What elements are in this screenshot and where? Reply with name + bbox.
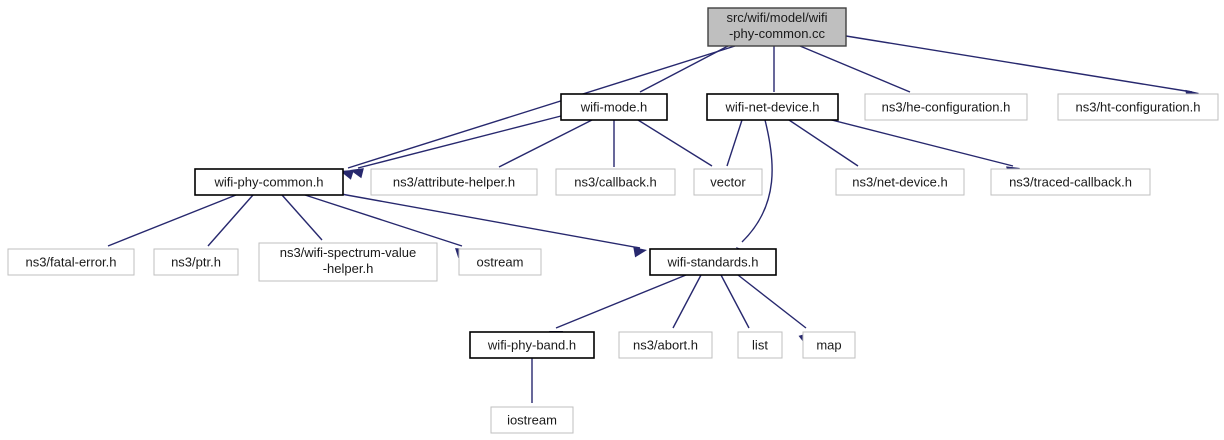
node-box[interactable] <box>835 168 965 196</box>
edge-line <box>281 194 323 241</box>
edge-wifi-mode-to-wifi-phy-common <box>350 115 562 179</box>
node-box[interactable] <box>469 331 595 359</box>
edge-wifi-standards-to-wifi-phy-band <box>549 274 687 341</box>
node-box[interactable] <box>555 168 676 196</box>
edge-line <box>811 114 1014 167</box>
edge-line <box>637 119 713 167</box>
edge-line <box>672 274 702 329</box>
node-label: ostream <box>477 254 524 269</box>
node-box[interactable] <box>458 248 542 276</box>
node-box[interactable] <box>707 7 847 47</box>
node-box[interactable] <box>864 93 1028 121</box>
node-box[interactable] <box>737 331 783 359</box>
graph-node-wifi-phy-common[interactable]: wifi-phy-common.h <box>194 168 344 196</box>
node-label: list <box>752 337 768 352</box>
edge-line <box>720 274 750 329</box>
graph-node-ostream[interactable]: ostream <box>458 248 542 276</box>
graph-node-fatal-error[interactable]: ns3/fatal-error.h <box>7 248 135 276</box>
edge-line <box>555 274 687 329</box>
edge-line <box>726 119 743 167</box>
graph-node-wifi-mode[interactable]: wifi-mode.h <box>560 93 668 121</box>
graph-node-abort[interactable]: ns3/abort.h <box>618 331 713 359</box>
graph-node-vector[interactable]: vector <box>693 168 763 196</box>
node-box[interactable] <box>693 168 763 196</box>
edge-wifi-net-device-to-traced-callback <box>811 114 1020 177</box>
node-label: ns3/he-configuration.h <box>882 99 1011 114</box>
graph-node-net-device[interactable]: ns3/net-device.h <box>835 168 965 196</box>
node-box[interactable] <box>706 93 839 121</box>
graph-node-traced-callback[interactable]: ns3/traced-callback.h <box>990 168 1151 196</box>
node-label: ns3/wifi-spectrum-value-helper.h <box>280 245 417 276</box>
node-box[interactable] <box>370 168 538 196</box>
node-label: ns3/callback.h <box>574 174 656 189</box>
graph-node-ptr[interactable]: ns3/ptr.h <box>153 248 239 276</box>
node-label: map <box>816 337 841 352</box>
graph-node-iostream[interactable]: iostream <box>490 406 574 434</box>
node-box[interactable] <box>1057 93 1219 121</box>
edge-line <box>347 45 736 169</box>
arrowhead-icon <box>350 168 364 179</box>
graph-node-callback[interactable]: ns3/callback.h <box>555 168 676 196</box>
graph-node-wifi-phy-band[interactable]: wifi-phy-band.h <box>469 331 595 359</box>
node-box[interactable] <box>490 406 574 434</box>
node-box[interactable] <box>194 168 344 196</box>
edge-line <box>741 119 773 243</box>
node-box[interactable] <box>649 248 777 276</box>
node-box[interactable] <box>802 331 856 359</box>
edge-wifi-phy-common-to-wifi-standards <box>329 191 647 258</box>
node-label: wifi-phy-band.h <box>487 337 576 352</box>
node-label: ns3/traced-callback.h <box>1009 174 1132 189</box>
graph-node-spectrum-value[interactable]: ns3/wifi-spectrum-value-helper.h <box>258 242 438 282</box>
node-box[interactable] <box>153 248 239 276</box>
graph-node-ht-configuration[interactable]: ns3/ht-configuration.h <box>1057 93 1219 121</box>
node-box[interactable] <box>258 242 438 282</box>
node-box[interactable] <box>618 331 713 359</box>
node-label: wifi-phy-common.h <box>213 174 323 189</box>
node-label: ns3/abort.h <box>633 337 698 352</box>
node-label: ns3/ptr.h <box>171 254 221 269</box>
graph-node-map[interactable]: map <box>802 331 856 359</box>
node-box[interactable] <box>7 248 135 276</box>
arrowhead-icon <box>633 247 647 258</box>
graph-node-wifi-net-device[interactable]: wifi-net-device.h <box>706 93 839 121</box>
edge-line <box>207 194 254 247</box>
node-label: wifi-standards.h <box>666 254 758 269</box>
edge-line <box>799 45 911 93</box>
node-label: iostream <box>507 412 557 427</box>
node-label: ns3/fatal-error.h <box>25 254 116 269</box>
node-label: wifi-net-device.h <box>725 99 820 114</box>
edge-line <box>304 194 463 247</box>
edge-root-to-ht-configuration <box>845 35 1199 101</box>
node-label: src/wifi/model/wifi-phy-common.cc <box>726 10 827 41</box>
edge-line <box>107 194 237 247</box>
node-box[interactable] <box>990 168 1151 196</box>
node-label: ns3/net-device.h <box>852 174 947 189</box>
edge-line <box>357 115 562 169</box>
node-label: wifi-mode.h <box>580 99 647 114</box>
edge-line <box>788 119 859 167</box>
edge-line <box>639 45 729 93</box>
edge-root-to-wifi-phy-common <box>340 45 736 180</box>
graph-node-wifi-standards[interactable]: wifi-standards.h <box>649 248 777 276</box>
edge-line <box>845 35 1193 93</box>
edge-line <box>737 274 807 329</box>
graph-node-root[interactable]: src/wifi/model/wifi-phy-common.cc <box>707 7 847 47</box>
nodes-layer: src/wifi/model/wifi-phy-common.cc wifi-mo… <box>7 7 1219 434</box>
node-box[interactable] <box>560 93 668 121</box>
node-label: vector <box>710 174 746 189</box>
graph-node-list[interactable]: list <box>737 331 783 359</box>
edge-line <box>329 191 641 249</box>
node-label: ns3/attribute-helper.h <box>393 174 515 189</box>
edge-line <box>498 119 593 168</box>
graph-node-attribute-helper[interactable]: ns3/attribute-helper.h <box>370 168 538 196</box>
graph-node-he-configuration[interactable]: ns3/he-configuration.h <box>864 93 1028 121</box>
node-label: ns3/ht-configuration.h <box>1075 99 1200 114</box>
